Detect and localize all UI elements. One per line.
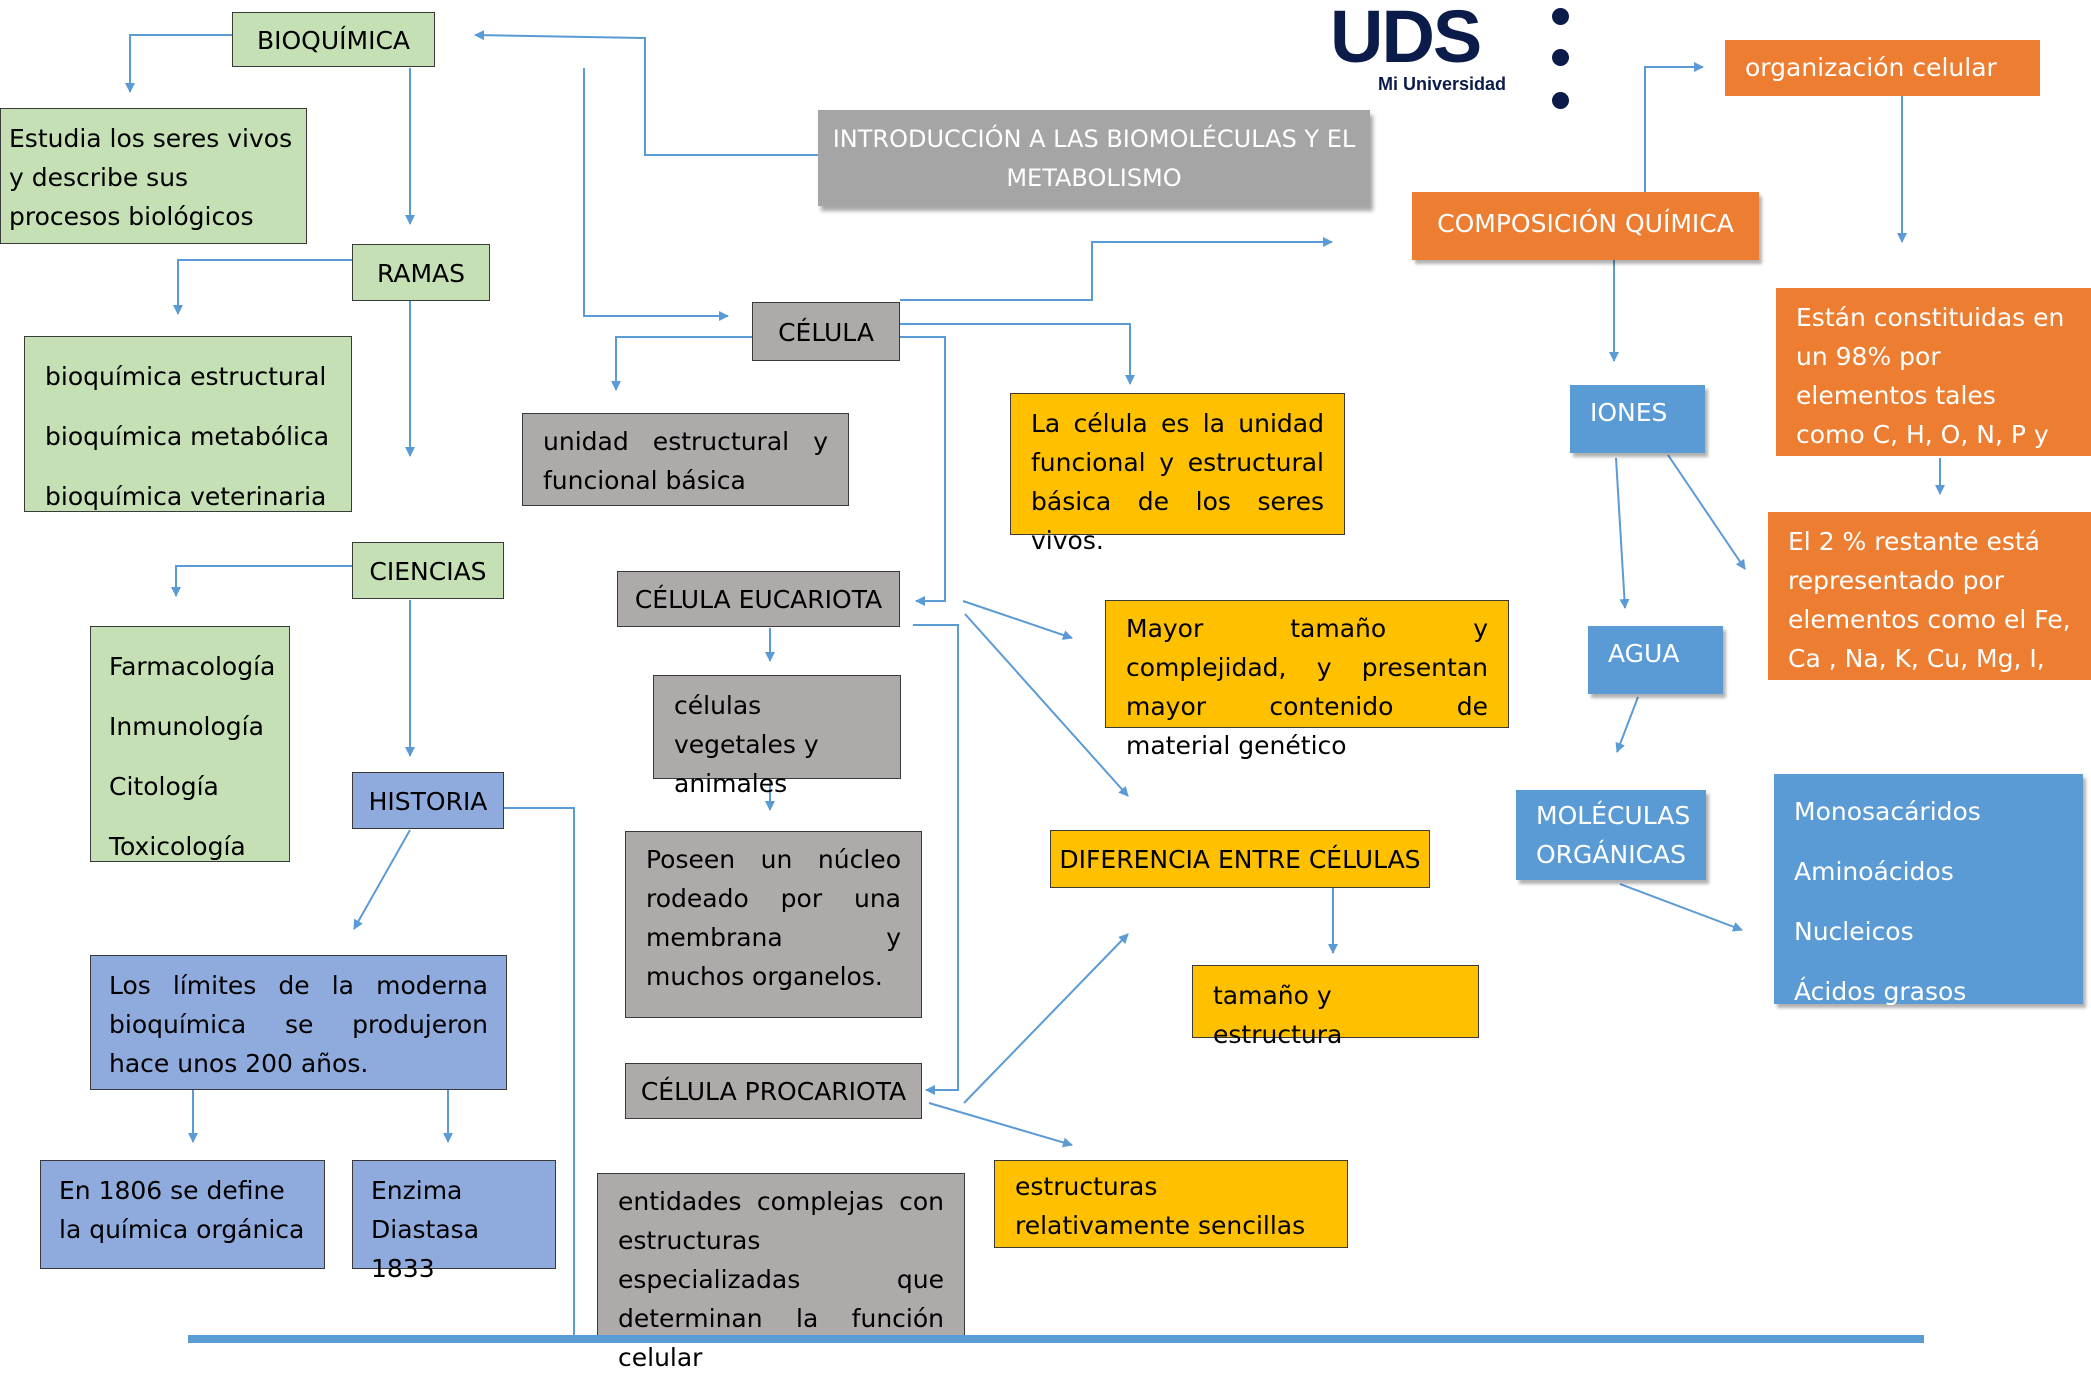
node-historia-event-1806: En 1806 se define la química orgánica (40, 1160, 325, 1269)
logo-dot (1552, 49, 1569, 66)
list-item: bioquímica estructural (45, 362, 327, 391)
logo-wordmark: UDS (1330, 0, 1482, 78)
node-eucariota-descripcion: Poseen un núcleo rodeado por una membran… (625, 831, 922, 1018)
uds-logo: UDS Mi Universidad (1330, 0, 1575, 115)
node-ramas: RAMAS (352, 244, 490, 301)
logo-dot (1552, 92, 1569, 109)
node-ciencias: CIENCIAS (352, 542, 504, 599)
map-title: INTRODUCCIÓN A LAS BIOMOLÉCULAS Y EL MET… (818, 110, 1370, 206)
node-procariota-caracteristica: estructuras relativamente sencillas (994, 1160, 1348, 1248)
node-iones: IONES (1570, 385, 1705, 453)
node-diferencia-valor: tamaño y estructura (1192, 965, 1479, 1049)
node-celula: CÉLULA (752, 302, 900, 361)
logo-tagline: Mi Universidad (1378, 74, 1507, 94)
node-celula-unidad: unidad estructural y funcional básica (522, 413, 849, 506)
node-historia-description: Los límites de la moderna bioquímica se … (90, 955, 507, 1090)
bottom-divider (188, 1335, 1924, 1343)
node-moleculas-list: Monosacáridos Aminoácidos Nucleicos Ácid… (1774, 774, 2083, 1006)
node-celula-eucariota: CÉLULA EUCARIOTA (617, 571, 900, 627)
node-historia: HISTORIA (352, 772, 504, 829)
node-organizacion-celular: organización celular (1725, 40, 2040, 96)
list-item: bioquímica veterinaria (45, 482, 327, 511)
node-celula-procariota: CÉLULA PROCARIOTA (625, 1063, 922, 1119)
node-procariota-descripcion: entidades complejas con estructuras espe… (597, 1173, 965, 1372)
list-item: Inmunología (109, 712, 264, 741)
list-item: Aminoácidos (1794, 857, 1954, 886)
list-item: Ácidos grasos (1794, 977, 1967, 1006)
node-eucariota-ejemplos: células vegetales y animales (653, 675, 901, 798)
node-elementos-restantes: El 2 % restante está representado por el… (1768, 512, 2091, 712)
list-item: Toxicología (109, 832, 246, 861)
connector-lines (125, 30, 1945, 1335)
list-item: Monosacáridos (1794, 797, 1981, 826)
node-elementos-principales: Están constituidas en un 98% por element… (1776, 288, 2091, 488)
node-celula-definicion: La célula es la unidad funcional y estru… (1010, 393, 1345, 555)
logo-dot (1552, 8, 1569, 25)
node-diferencia-celulas: DIFERENCIA ENTRE CÉLULAS (1050, 830, 1430, 888)
list-item: Farmacología (109, 652, 276, 681)
list-item: bioquímica metabólica (45, 422, 330, 451)
node-eucariota-caracteristica: Mayor tamaño y complejidad, y presentan … (1105, 600, 1509, 760)
node-composicion-quimica: COMPOSICIÓN QUÍMICA (1412, 192, 1759, 260)
node-bioquimica: BIOQUÍMICA (232, 12, 435, 67)
node-moleculas-organicas: MOLÉCULAS ORGÁNICAS (1516, 790, 1706, 880)
node-historia-event-enzima: Enzima Diastasa 1833 (352, 1160, 556, 1283)
node-agua: AGUA (1588, 626, 1723, 694)
list-item: Nucleicos (1794, 917, 1914, 946)
node-ciencias-list: Farmacología Inmunología Citología Toxic… (90, 626, 290, 862)
list-item: Citología (109, 772, 219, 801)
node-bioquimica-description: Estudia los seres vivos y describe sus p… (0, 108, 307, 244)
node-ramas-list: bioquímica estructural bioquímica metabó… (24, 336, 352, 512)
